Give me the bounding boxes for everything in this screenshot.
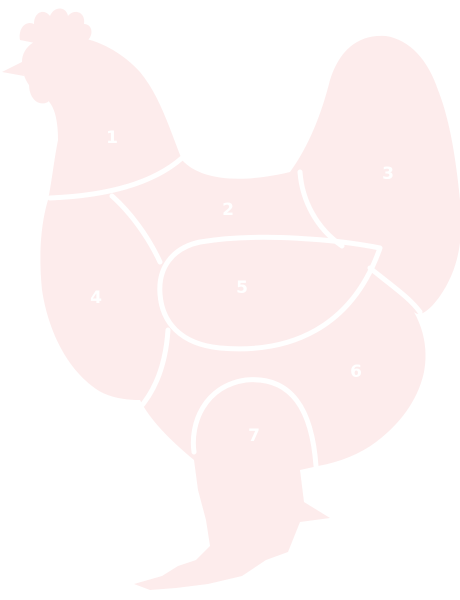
- cut-line-breast-left: [109, 193, 163, 265]
- cut-label-5: 5: [236, 278, 248, 298]
- cut-line-thigh-back: [367, 265, 423, 315]
- chicken-silhouette: [2, 8, 460, 590]
- cut-label-7: 7: [248, 426, 260, 446]
- cut-line-neck: [47, 155, 185, 201]
- beak-shape: [2, 62, 24, 76]
- cut-label-6: 6: [350, 362, 362, 382]
- cut-line-drumstick: [190, 377, 319, 469]
- cut-labels: 1 2 3 4 5 6 7: [90, 128, 394, 446]
- cut-lines: [47, 155, 423, 469]
- cut-label-4: 4: [90, 288, 102, 308]
- cut-line-wing-outline: [157, 234, 383, 352]
- cut-label-1: 1: [106, 128, 118, 148]
- cut-label-3: 3: [382, 164, 394, 184]
- cut-line-leg-front: [135, 327, 171, 413]
- cut-label-2: 2: [222, 200, 234, 220]
- chicken-body: [22, 35, 460, 590]
